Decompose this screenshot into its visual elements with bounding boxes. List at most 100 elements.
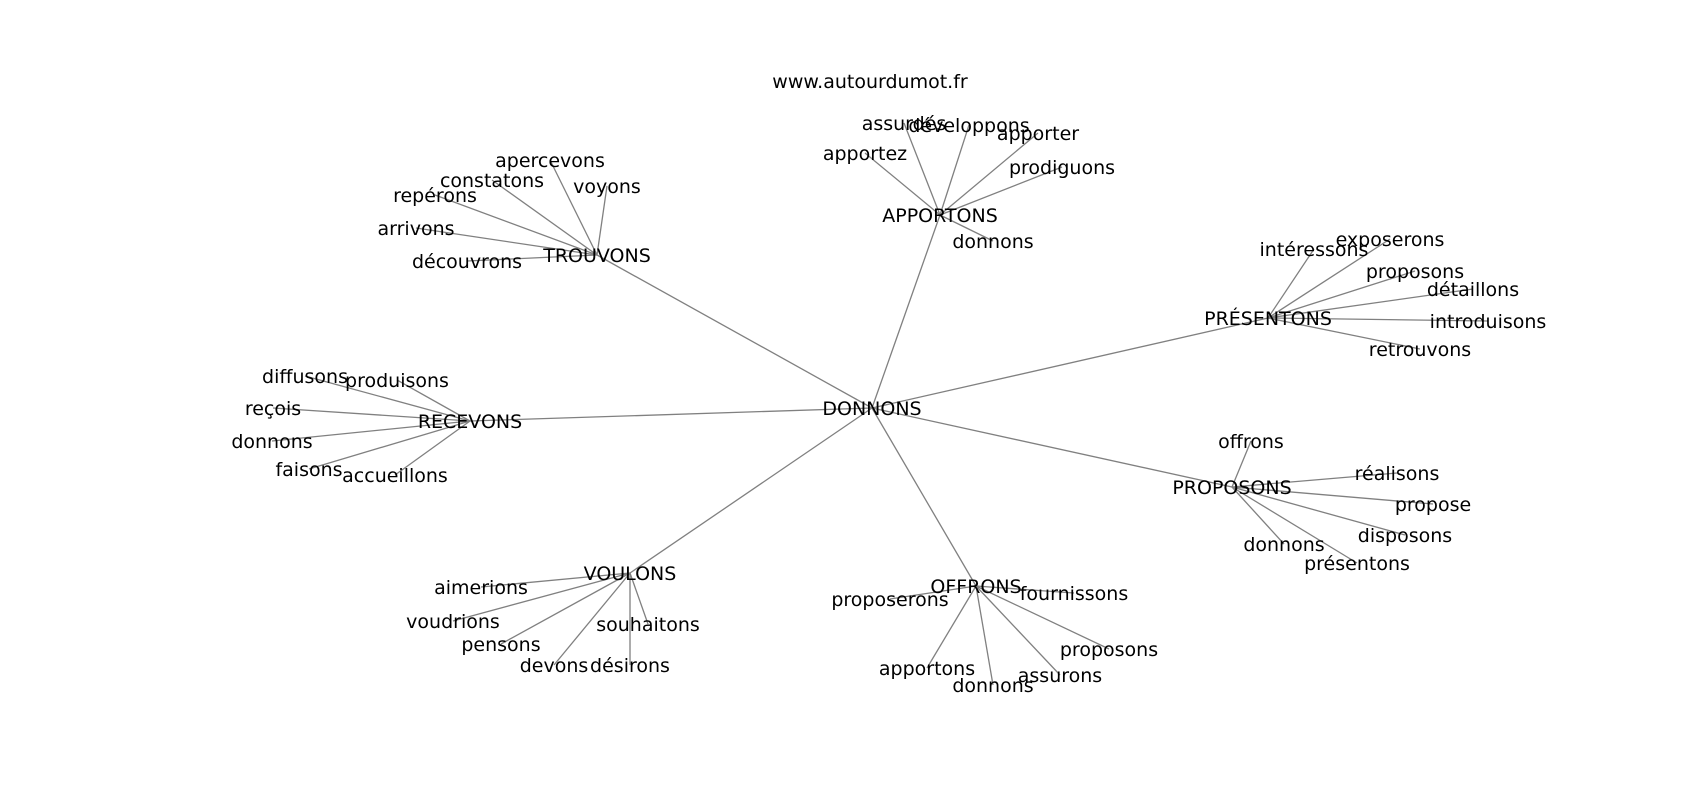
leaf-edge — [1231, 472, 1398, 488]
leaf-edge — [434, 194, 598, 256]
leaf-word: proposons — [1366, 261, 1464, 283]
leaf-word: donnons — [231, 431, 312, 453]
leaf-edge — [308, 420, 471, 470]
leaf-word: exposerons — [1336, 229, 1445, 251]
hub-word: PROPOSONS — [1172, 477, 1291, 499]
graph-labels: www.autourdumot.fr DONNONS APPORTONS assur… — [231, 71, 1546, 697]
leaf-edge — [1267, 238, 1391, 319]
leaf-word: désirons — [590, 655, 670, 677]
leaf-word: prodiguons — [1009, 157, 1115, 179]
leaf-edge — [1231, 486, 1358, 564]
leaf-word: souhaitons — [596, 614, 700, 636]
leaf-edge — [1267, 317, 1421, 350]
leaf-word: détaillons — [1427, 279, 1519, 301]
hub-word: TROUVONS — [542, 245, 651, 267]
leaf-edge — [1267, 317, 1489, 322]
leaf-edge — [491, 179, 598, 256]
leaf-edge — [939, 124, 970, 216]
leaf-edge — [629, 572, 649, 625]
leaf-edge — [975, 585, 1075, 594]
leaf-word: diffusons — [262, 366, 348, 388]
leaf-edge — [549, 159, 598, 256]
leaf-word: présentons — [1304, 553, 1410, 575]
leaf-word: apporter — [997, 123, 1079, 145]
leaf-word: apercevons — [495, 150, 605, 172]
graph-edges — [271, 122, 1489, 686]
leaf-word: assurons — [1018, 665, 1102, 687]
leaf-word: aimerions — [434, 577, 528, 599]
leaf-word: réalisons — [1355, 463, 1440, 485]
leaf-word: donnons — [952, 231, 1033, 253]
leaf-word: pensons — [461, 634, 540, 656]
leaf-edge — [975, 585, 994, 686]
leaf-word: intéressons — [1260, 239, 1369, 261]
leaf-word: disposons — [1358, 525, 1452, 547]
leaf-edge — [975, 585, 1110, 650]
leaf-word: reçois — [245, 398, 301, 420]
leaf-edge — [975, 585, 1061, 676]
leaf-edge — [394, 420, 471, 476]
leaf-edge — [1267, 288, 1474, 319]
center-edge — [871, 214, 941, 409]
leaf-word: proposons — [1060, 639, 1158, 661]
leaf-edge — [500, 572, 631, 645]
leaf-word: devons — [520, 655, 589, 677]
center-edge — [596, 254, 873, 409]
leaf-word: donnons — [952, 675, 1033, 697]
leaf-word: faisons — [275, 459, 342, 481]
hub-word: OFFRONS — [930, 576, 1021, 598]
leaf-word: constatons — [440, 170, 544, 192]
hub-word: PRÉSENTONS — [1204, 307, 1332, 330]
leaf-word: offrons — [1218, 431, 1284, 453]
leaf-edge — [864, 152, 941, 216]
leaf-word: fournissons — [1020, 583, 1129, 605]
leaf-word: assurdés — [862, 113, 947, 135]
leaf-word: voyons — [573, 176, 641, 198]
leaf-edge — [1231, 486, 1285, 545]
leaf-word: proposerons — [831, 589, 948, 611]
leaf-word: donnons — [1243, 534, 1324, 556]
leaf-edge — [304, 375, 471, 422]
leaf-edge — [939, 132, 1039, 216]
leaf-edge — [396, 379, 471, 422]
hub-word: APPORTONS — [882, 205, 998, 227]
leaf-edge — [939, 214, 994, 242]
hub-word: RECEVONS — [418, 411, 522, 433]
leaf-word: retrouvons — [1369, 339, 1471, 361]
leaf-edge — [903, 122, 941, 216]
leaf-edge — [1267, 248, 1315, 319]
leaf-edge — [271, 420, 471, 442]
leaf-word: développons — [908, 115, 1029, 137]
center-word: DONNONS — [822, 398, 921, 420]
leaf-word: repérons — [393, 185, 477, 207]
center-edge — [871, 407, 1233, 488]
leaf-word: arrivons — [377, 218, 454, 240]
center-edge — [871, 317, 1269, 409]
leaf-word: voudrions — [406, 611, 500, 633]
leaf-edge — [553, 572, 631, 666]
leaf-edge — [926, 585, 977, 669]
leaf-edge — [889, 585, 977, 600]
leaf-edge — [452, 572, 631, 622]
center-edge — [871, 407, 977, 587]
leaf-word: découvrons — [412, 251, 522, 273]
leaf-word: apportez — [823, 143, 907, 165]
leaf-edge — [939, 166, 1063, 216]
leaf-word: introduisons — [1430, 311, 1547, 333]
watermark: www.autourdumot.fr — [772, 71, 968, 93]
center-edge — [629, 407, 873, 574]
leaf-edge — [466, 254, 598, 262]
leaf-word: accueillons — [342, 465, 448, 487]
leaf-edge — [415, 227, 598, 256]
leaf-word: apportons — [879, 658, 975, 680]
hub-word: VOULONS — [584, 563, 677, 585]
leaf-word: produisons — [345, 370, 449, 392]
center-edge — [469, 407, 873, 422]
leaf-edge — [480, 572, 631, 588]
leaf-edge — [596, 185, 608, 256]
leaf-edge — [272, 407, 471, 422]
leaf-word: propose — [1395, 494, 1471, 516]
leaf-edge — [1231, 486, 1406, 536]
leaf-edge — [1231, 440, 1252, 488]
